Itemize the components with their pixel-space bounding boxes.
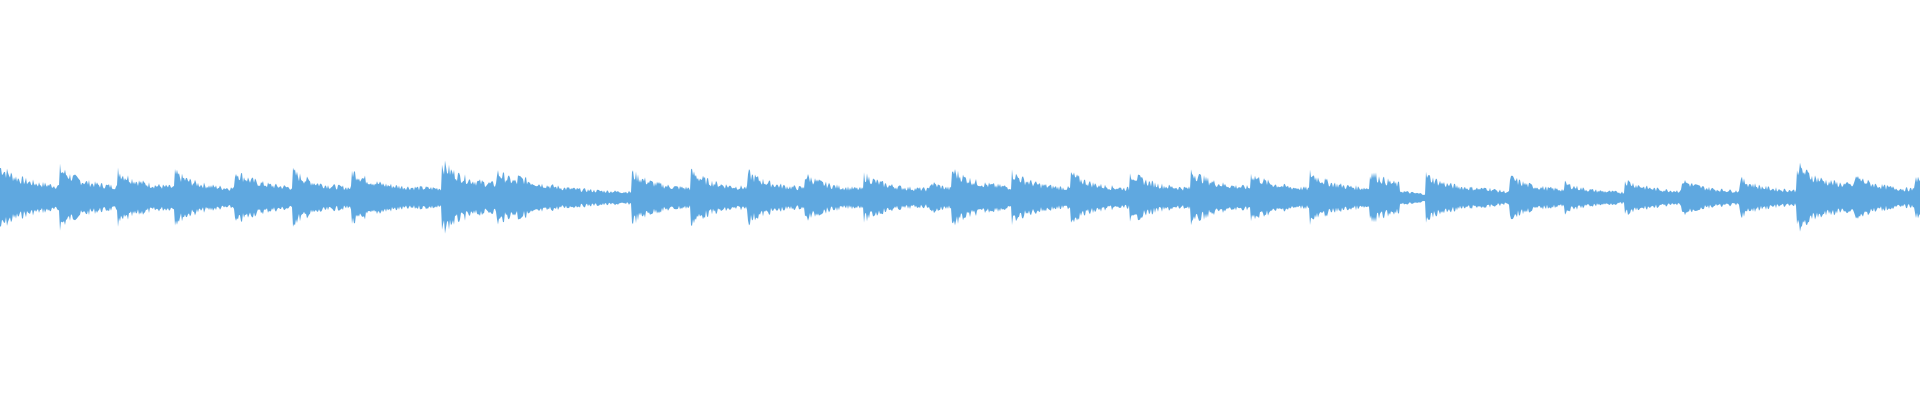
waveform-envelope [0, 160, 1920, 234]
